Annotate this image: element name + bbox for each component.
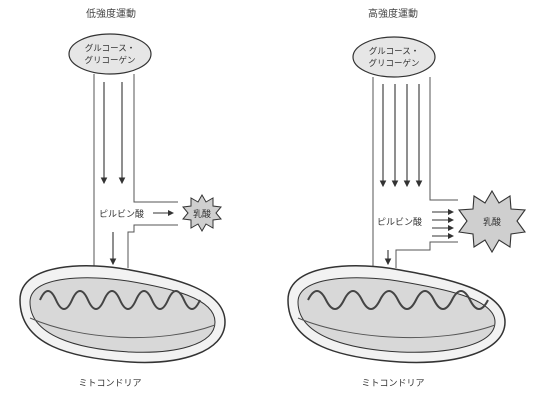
lactate-label: 乳酸	[193, 208, 211, 220]
glucose-label-line2: グリコーゲン	[368, 58, 419, 69]
panel-title: 高強度運動	[368, 7, 418, 20]
panel-high-intensity: 高強度運動 グルコース・ グリコーゲン ピルビン酸 乳酸 ミトコンドリア	[288, 7, 525, 389]
pyruvate-label: ピルビン酸	[99, 209, 144, 220]
mitochondrion-right	[288, 266, 505, 363]
pyruvate-label: ピルビン酸	[377, 217, 422, 228]
panel-title: 低強度運動	[86, 7, 136, 20]
channel-wall-return	[128, 225, 178, 268]
mitochondrion-left	[20, 266, 225, 363]
mitochondria-label: ミトコンドリア	[78, 379, 141, 389]
panel-low-intensity: 低強度運動 グルコース・ グリコーゲン ピルビン酸 乳酸 ミトコンドリア	[20, 7, 225, 389]
channel-wall-right	[134, 74, 178, 202]
mitochondria-label: ミトコンドリア	[361, 379, 424, 389]
glucose-node	[353, 37, 435, 77]
glucose-label-line2: グリコーゲン	[84, 55, 135, 66]
glucose-label-line1: グルコース・	[85, 43, 135, 54]
channel-wall-return	[396, 242, 458, 268]
lactate-label: 乳酸	[483, 216, 501, 228]
glucose-label-line1: グルコース・	[369, 46, 419, 57]
glucose-node	[69, 34, 151, 74]
channel-wall-right	[430, 77, 458, 200]
